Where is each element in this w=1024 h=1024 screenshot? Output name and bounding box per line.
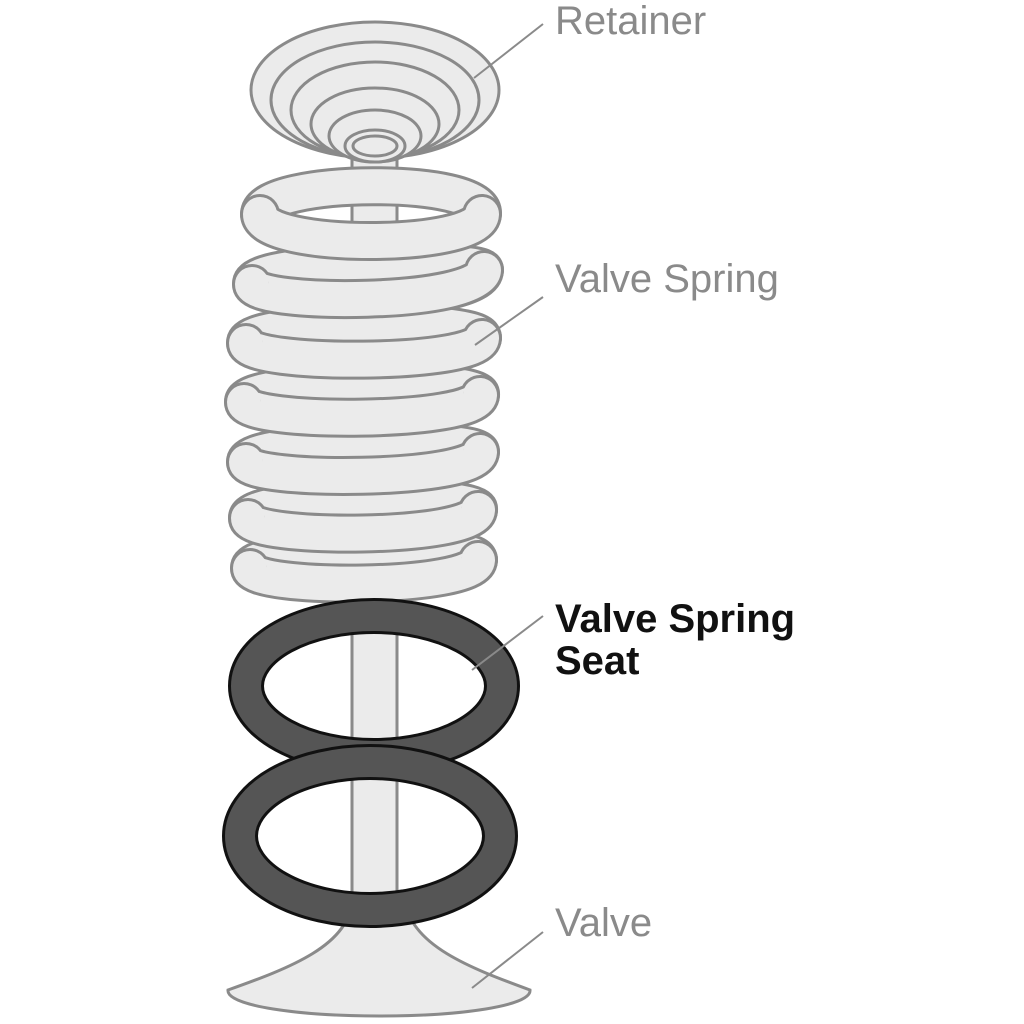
label-valve-spring-seat-line2: Seat xyxy=(555,639,640,683)
leader-line-retainer xyxy=(473,23,544,79)
valve-head xyxy=(226,898,532,1018)
valve-spring-seat-lower xyxy=(222,744,518,928)
label-valve-spring: Valve Spring xyxy=(555,257,779,301)
label-retainer: Retainer xyxy=(555,0,707,43)
leader-line-valve-spring-seat xyxy=(471,615,544,671)
retainer-part xyxy=(249,20,501,164)
label-valve-spring-seat: Valve Spring Seat xyxy=(555,598,795,682)
leader-lines xyxy=(471,23,544,989)
leader-line-valve xyxy=(471,931,544,989)
valve-spring xyxy=(224,166,505,604)
label-valve-spring-seat-line1: Valve Spring xyxy=(555,597,796,641)
leader-line-valve-spring xyxy=(474,296,544,346)
valve-spring-seat-part xyxy=(222,598,520,928)
valve-stem-tip xyxy=(351,134,399,158)
label-valve: Valve xyxy=(555,901,653,945)
